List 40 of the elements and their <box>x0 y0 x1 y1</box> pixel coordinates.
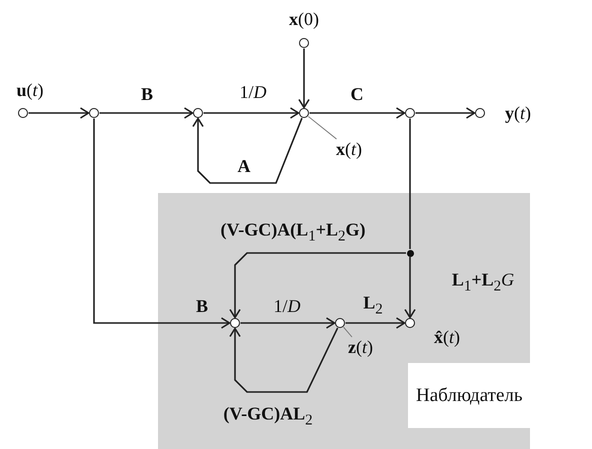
branch-gain-label: B <box>196 296 208 316</box>
signal-label: x(t) <box>336 139 362 159</box>
signal-label: y(t) <box>505 103 531 123</box>
signal-label: x(0) <box>289 9 319 29</box>
signal-node <box>89 108 99 118</box>
branch-gain-label: (V-GC)A(L$_{1}$+L$_{2}$G) <box>220 220 366 246</box>
arrow <box>404 257 416 318</box>
arrow <box>229 328 338 393</box>
signal-node <box>299 108 309 118</box>
signal-label: z(t) <box>348 337 374 357</box>
signal-node <box>475 108 485 118</box>
arrow <box>100 107 194 119</box>
arrow <box>346 317 406 329</box>
signal-node <box>193 108 203 118</box>
signal-node <box>405 108 415 118</box>
region-title: Наблюдатель <box>416 385 523 407</box>
branch-gain-label: 1/D <box>240 82 266 102</box>
signal-node <box>299 38 309 48</box>
connector-line <box>409 118 411 249</box>
arrow <box>240 317 336 329</box>
signal-label: x̂(t) <box>434 327 460 347</box>
arrow <box>416 107 476 119</box>
arrow <box>229 252 406 318</box>
branch-gain-label: L$_{1}$+L$_{2}$G <box>452 270 514 296</box>
arrow <box>298 48 310 108</box>
arrow <box>28 107 90 119</box>
branch-gain-label: A <box>238 156 250 176</box>
leader-line <box>343 326 352 338</box>
leader-line <box>308 116 337 140</box>
branch-gain-label: L$_{2}$ <box>363 292 383 320</box>
branch-gain-label: (V-GC)AL$_{2}$ <box>223 404 313 430</box>
branch-gain-label: B <box>141 84 153 104</box>
arrow <box>310 107 406 119</box>
arrow <box>204 107 300 119</box>
branch-gain-label: C <box>350 84 364 104</box>
branch-gain-label: 1/D <box>274 296 300 316</box>
signal-node <box>18 108 28 118</box>
arrow <box>192 118 303 184</box>
arrow <box>93 118 230 329</box>
signal-label: u(t) <box>16 80 44 100</box>
